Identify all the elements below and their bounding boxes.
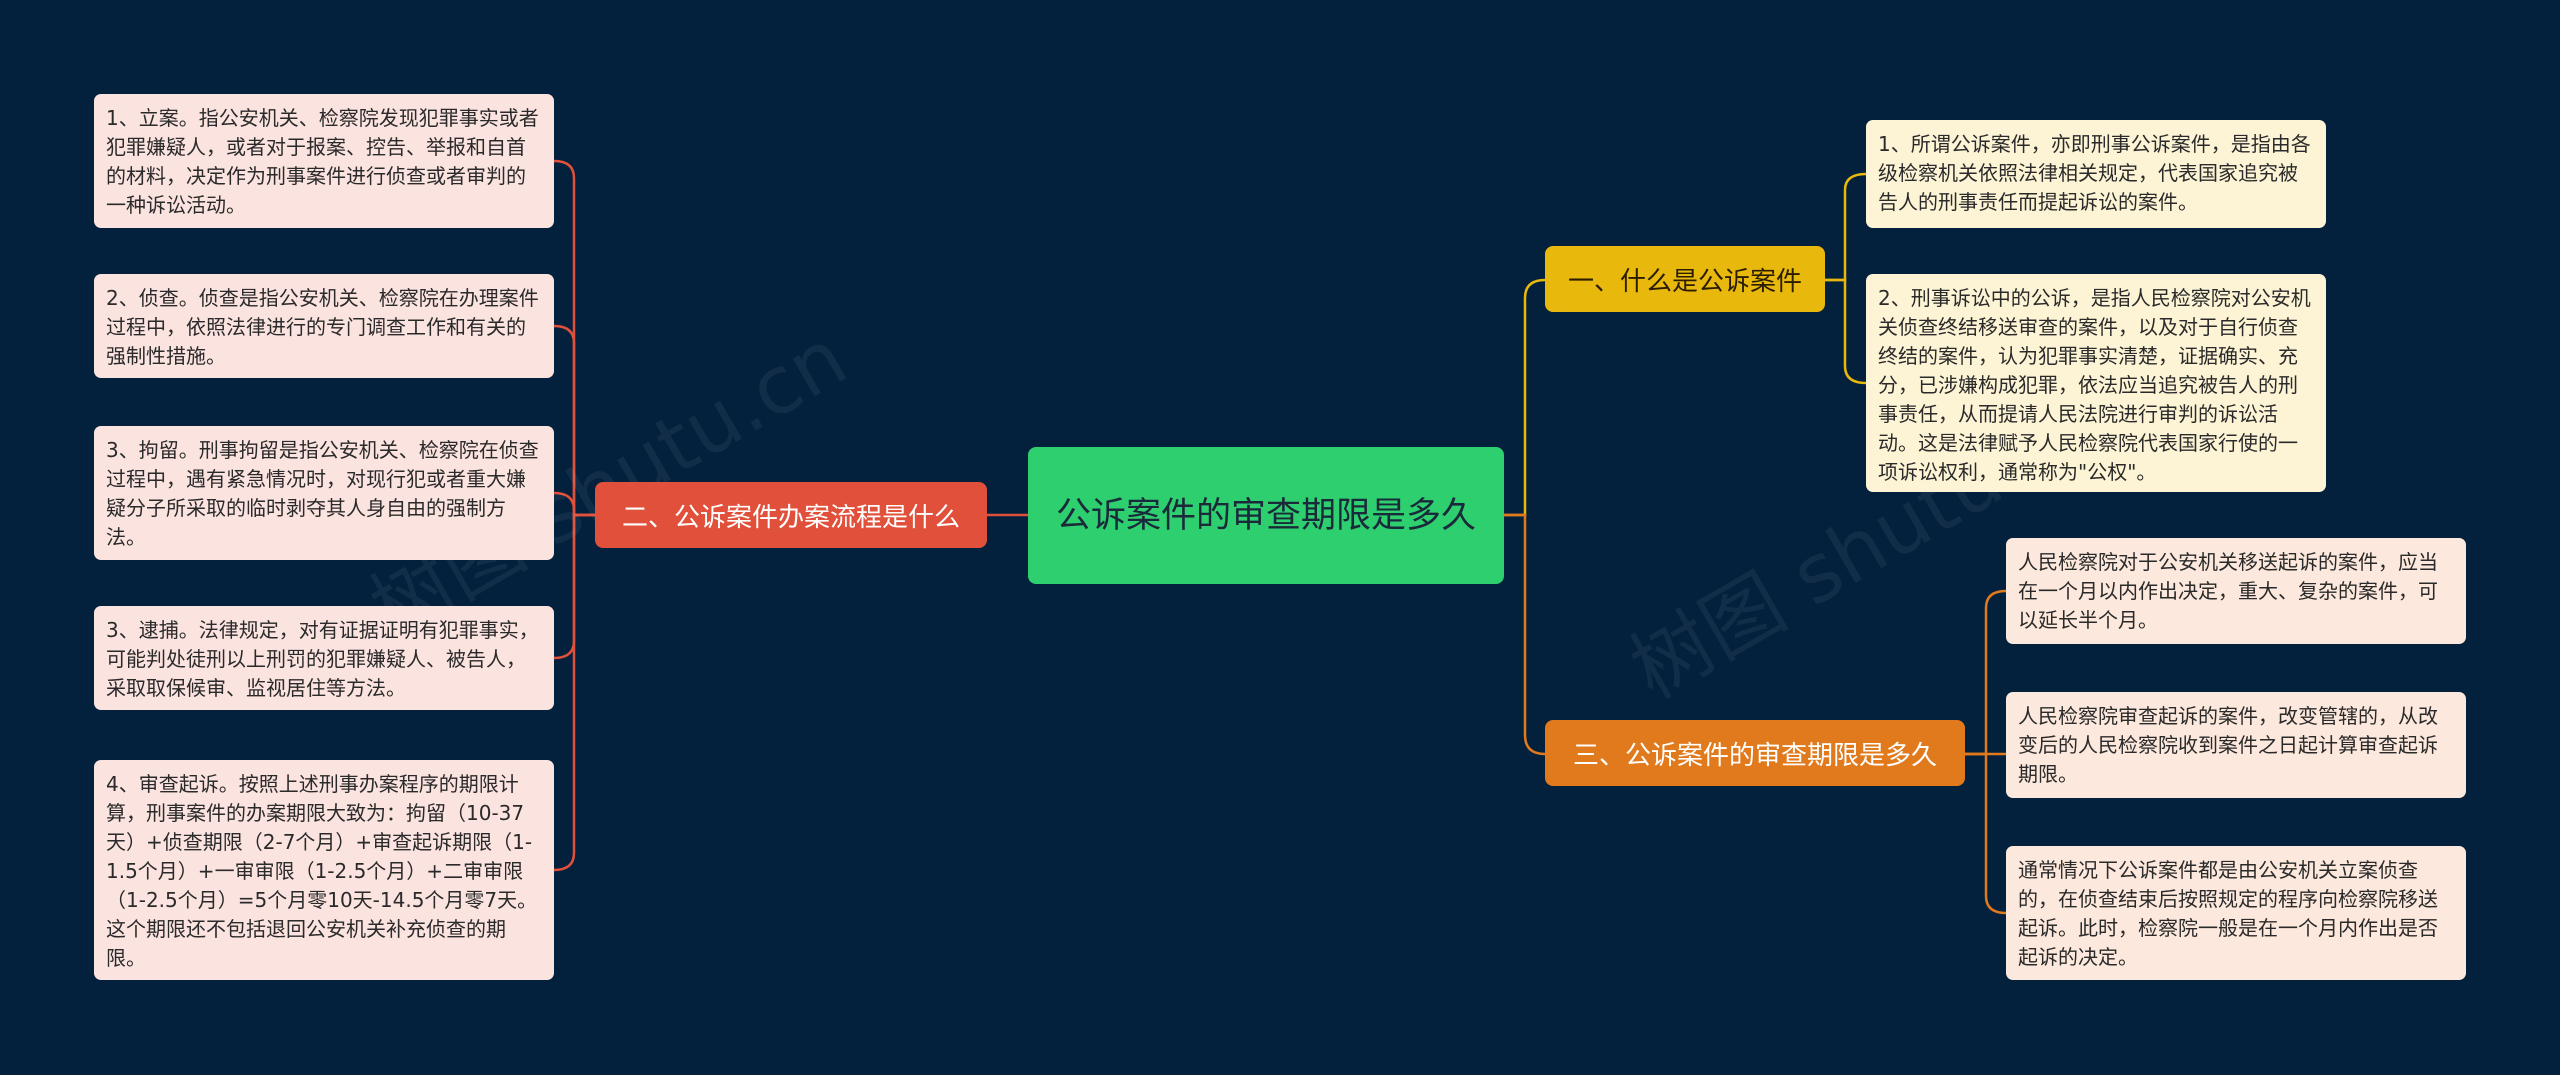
leaf-node[interactable]: 3、拘留。刑事拘留是指公安机关、检察院在侦查过程中，遇有紧急情况时，对现行犯或者… bbox=[94, 426, 554, 560]
link-b1-l1 bbox=[1825, 172, 1867, 282]
branch-review-period[interactable]: 三、公诉案件的审查期限是多久 bbox=[1545, 720, 1965, 786]
leaf-node[interactable]: 2、侦查。侦查是指公安机关、检察院在办理案件过程中，依照法律进行的专门调查工作和… bbox=[94, 274, 554, 378]
link-b2-l5 bbox=[553, 513, 595, 872]
link-b2-l3 bbox=[553, 491, 595, 517]
root-topic[interactable]: 公诉案件的审查期限是多久 bbox=[1028, 447, 1504, 584]
branch-case-process[interactable]: 二、公诉案件办案流程是什么 bbox=[595, 482, 987, 548]
link-b3-l3 bbox=[1965, 752, 2007, 915]
leaf-node[interactable]: 人民检察院对于公安机关移送起诉的案件，应当在一个月以内作出决定，重大、复杂的案件… bbox=[2006, 538, 2466, 644]
leaf-node[interactable]: 3、逮捕。法律规定，对有证据证明有犯罪事实，可能判处徒刑以上刑罚的犯罪嫌疑人、被… bbox=[94, 606, 554, 710]
link-b1-l2 bbox=[1825, 278, 1867, 385]
root-topic-label: 公诉案件的审查期限是多久 bbox=[1055, 495, 1476, 536]
leaf-node[interactable]: 1、所谓公诉案件，亦即刑事公诉案件，是指由各级检察机关依照法律相关规定，代表国家… bbox=[1866, 120, 2326, 228]
branch-label: 一、什么是公诉案件 bbox=[1567, 266, 1802, 297]
link-b3-l1 bbox=[1965, 589, 2007, 756]
branch-label: 三、公诉案件的审查期限是多久 bbox=[1572, 740, 1937, 771]
branch-label: 二、公诉案件办案流程是什么 bbox=[621, 502, 960, 533]
leaf-node[interactable]: 1、立案。指公安机关、检察院发现犯罪事实或者犯罪嫌疑人，或者对于报案、控告、举报… bbox=[94, 94, 554, 228]
link-b2-l1 bbox=[553, 159, 595, 517]
leaf-node[interactable]: 通常情况下公诉案件都是由公安机关立案侦查的，在侦查结束后按照规定的程序向检察院移… bbox=[2006, 846, 2466, 980]
leaf-node[interactable]: 4、审查起诉。按照上述刑事办案程序的期限计算，刑事案件的办案期限大致为：拘留（1… bbox=[94, 760, 554, 980]
branch-what-is-public-prosecution[interactable]: 一、什么是公诉案件 bbox=[1545, 246, 1825, 312]
link-b2-l2 bbox=[553, 324, 595, 517]
link-root-b1 bbox=[1504, 278, 1546, 517]
link-root-b3 bbox=[1504, 513, 1546, 756]
leaf-node[interactable]: 2、刑事诉讼中的公诉，是指人民检察院对公安机关侦查终结移送审查的案件，以及对于自… bbox=[1866, 274, 2326, 492]
leaf-node[interactable]: 人民检察院审查起诉的案件，改变管辖的，从改变后的人民检察院收到案件之日起计算审查… bbox=[2006, 692, 2466, 798]
